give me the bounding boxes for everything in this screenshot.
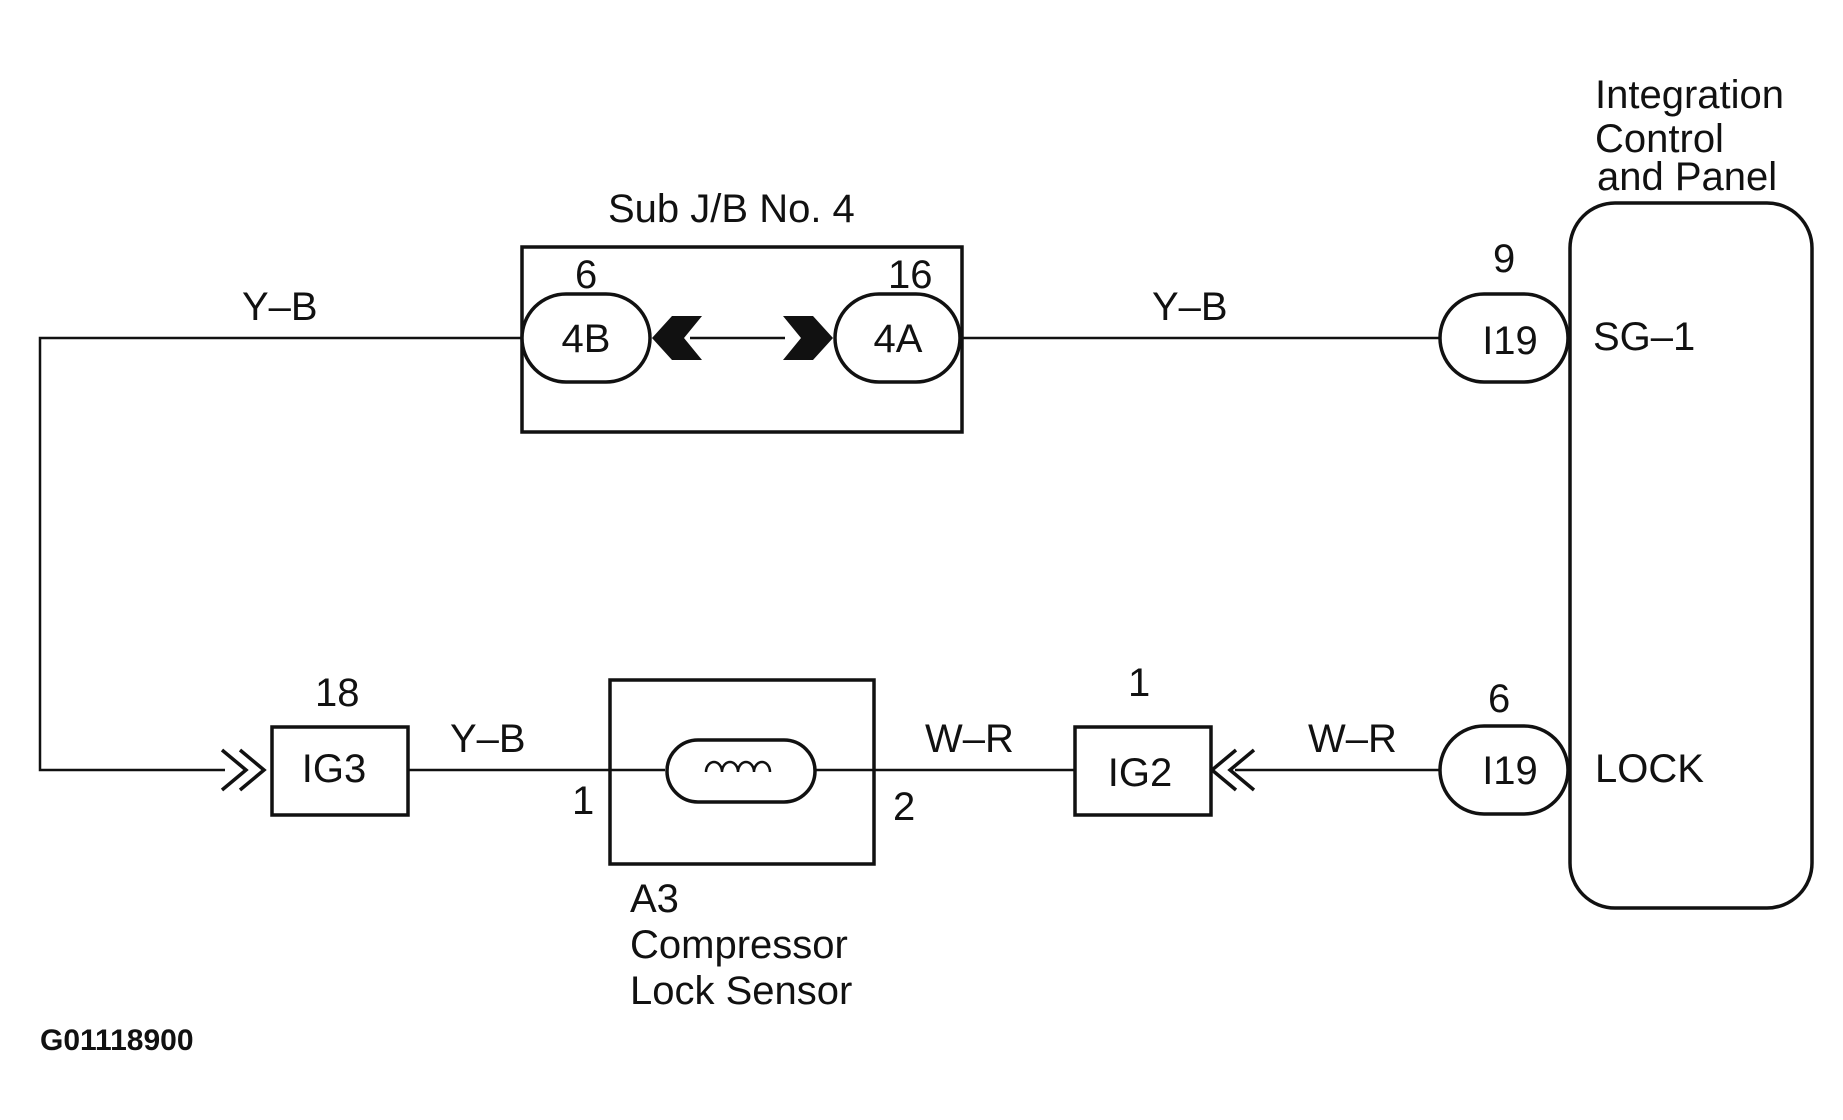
sensor-coil-icon (704, 760, 772, 773)
wire-left-loop (38, 336, 522, 772)
wire-labels: Y–B Y–B Y–B W–R W–R (242, 285, 1397, 761)
sub-jb-right-pin: 16 (888, 253, 933, 297)
connector-4a (833, 292, 962, 384)
diagram-code: G01118900 (40, 1024, 194, 1057)
sensor-box (608, 678, 876, 866)
sub-jb-title: Sub J/B No. 4 (608, 187, 855, 231)
wire-label-top-right: Y–B (1152, 285, 1228, 329)
connector-4a-label: 4A (874, 317, 923, 361)
connector-ig2-label: IG2 (1108, 751, 1172, 795)
sensor-name-line2: Lock Sensor (630, 969, 852, 1013)
panel-terminal-sg1: SG–1 (1593, 315, 1695, 359)
connector-4b (520, 292, 652, 384)
connector-i19-bottom-pin: 6 (1488, 677, 1510, 721)
terminal-arrow-right-icon (783, 316, 833, 360)
wires (38, 336, 1440, 772)
ig2-chevron-icon (1209, 748, 1256, 792)
sensor-code: A3 (630, 877, 679, 921)
panel-title-line2: Control (1595, 117, 1724, 161)
connector-i19-top-pin: 9 (1493, 237, 1515, 281)
connector-ig3 (270, 725, 410, 817)
connector-i19-top-group: 9 I19 (1438, 237, 1570, 384)
panel-title-line3: and Panel (1597, 155, 1777, 199)
sensor-pin-left: 1 (572, 779, 594, 823)
connector-i19-top-label: I19 (1482, 319, 1538, 363)
sub-junction-block: Sub J/B No. 4 6 16 4B 4A (520, 187, 964, 434)
integration-control-panel: Integration Control and Panel SG–1 LOCK (1568, 73, 1814, 910)
connector-ig3-label: IG3 (302, 747, 366, 791)
wire-label-bottom-mid: W–R (925, 717, 1014, 761)
terminal-arrow-left-icon (652, 316, 702, 360)
panel-box (1568, 201, 1814, 910)
connector-i19-top (1438, 292, 1570, 384)
compressor-lock-sensor: 1 2 A3 Compressor Lock Sensor (572, 678, 915, 1013)
connector-i19-bottom-label: I19 (1482, 749, 1538, 793)
panel-title-line1: Integration (1595, 73, 1784, 117)
connector-4b-label: 4B (562, 317, 611, 361)
connector-ig2-group: 1 IG2 (1073, 661, 1256, 817)
connector-i19-bottom (1438, 724, 1570, 816)
wire-label-top-left: Y–B (242, 285, 318, 329)
ig3-chevron-icon (220, 748, 267, 792)
sensor-coil-housing (665, 738, 817, 804)
sub-jb-left-pin: 6 (575, 253, 597, 297)
connector-i19-bottom-group: 6 I19 (1438, 677, 1570, 816)
wire-label-bottom-right: W–R (1308, 717, 1397, 761)
connector-ig3-pin: 18 (315, 671, 360, 715)
connector-ig2-pin: 1 (1128, 661, 1150, 705)
panel-terminal-lock: LOCK (1595, 747, 1704, 791)
connector-ig3-group: 18 IG3 (220, 671, 410, 817)
wire-label-bottom-left: Y–B (450, 717, 526, 761)
sensor-name-line1: Compressor (630, 923, 848, 967)
sensor-pin-right: 2 (893, 785, 915, 829)
